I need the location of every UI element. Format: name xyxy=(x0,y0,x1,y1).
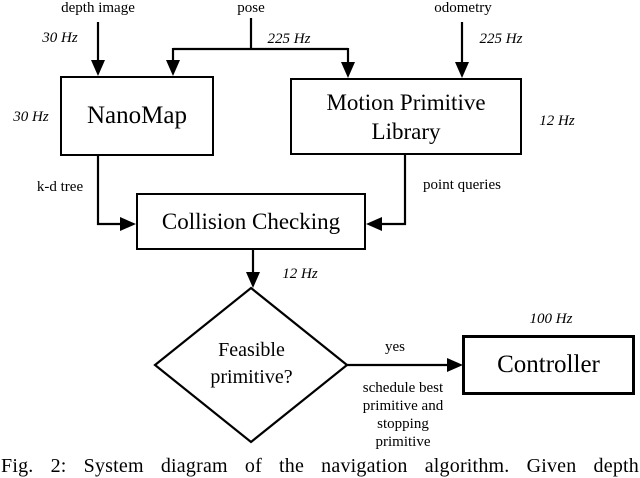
input-depth-image-label: depth image xyxy=(61,0,135,16)
figure-caption: Fig. 2: System diagram of the navigation… xyxy=(1,455,639,477)
node-controller: Controller xyxy=(462,335,635,395)
edge-pose-line xyxy=(171,18,350,64)
edge-kd-tree-line xyxy=(96,156,122,226)
feasible-label-line2: primitive? xyxy=(210,366,293,388)
decision-diamond-shape xyxy=(153,286,349,444)
node-feasible-primitive-label: Feasible primitive? xyxy=(155,337,348,391)
node-mpl-label-line1: Motion Primitive xyxy=(326,89,486,115)
arrowhead-cc-to-decision xyxy=(246,272,260,288)
arrowhead-odometry xyxy=(455,62,469,78)
rate-collision-checking: 12 Hz xyxy=(282,266,318,282)
arrowhead-pose-left xyxy=(166,60,180,76)
edge-schedule-label: schedule best primitive and stopping pri… xyxy=(338,379,468,451)
edge-schedule-line1: schedule best xyxy=(362,380,444,396)
node-nanomap-label: NanoMap xyxy=(87,102,187,129)
node-motion-primitive-library: Motion Primitive Library xyxy=(290,78,522,155)
arrowhead-pose-right xyxy=(341,62,355,78)
rate-controller: 100 Hz xyxy=(529,311,573,327)
arrowhead-point-queries xyxy=(366,217,382,231)
edge-schedule-line3: primitive xyxy=(375,434,431,450)
edge-yes-label: yes xyxy=(385,339,405,355)
rate-depth-image: 30 Hz xyxy=(42,30,78,46)
edge-point-queries-label: point queries xyxy=(423,177,501,193)
rate-odometry: 225 Hz xyxy=(479,31,523,47)
arrowhead-kd-tree xyxy=(120,217,136,231)
node-controller-label: Controller xyxy=(497,351,600,378)
rate-pose: 225 Hz xyxy=(267,31,311,47)
arrowhead-depth-image xyxy=(91,60,105,76)
node-nanomap: NanoMap xyxy=(60,76,214,156)
arrowhead-yes xyxy=(447,358,463,372)
edge-point-queries-line xyxy=(380,155,407,226)
edge-kd-tree-label: k-d tree xyxy=(36,179,84,195)
input-pose-label: pose xyxy=(237,0,265,16)
rate-motion-primitive-library: 12 Hz xyxy=(539,113,575,129)
rate-nanomap: 30 Hz xyxy=(13,109,49,125)
node-collision-checking: Collision Checking xyxy=(136,193,366,250)
feasible-label-line1: Feasible xyxy=(218,339,285,361)
node-mpl-label-line2: Library xyxy=(371,118,441,144)
input-odometry-label: odometry xyxy=(434,0,492,16)
node-cc-label: Collision Checking xyxy=(161,208,341,234)
edge-schedule-line2: primitive and stopping xyxy=(362,398,444,432)
